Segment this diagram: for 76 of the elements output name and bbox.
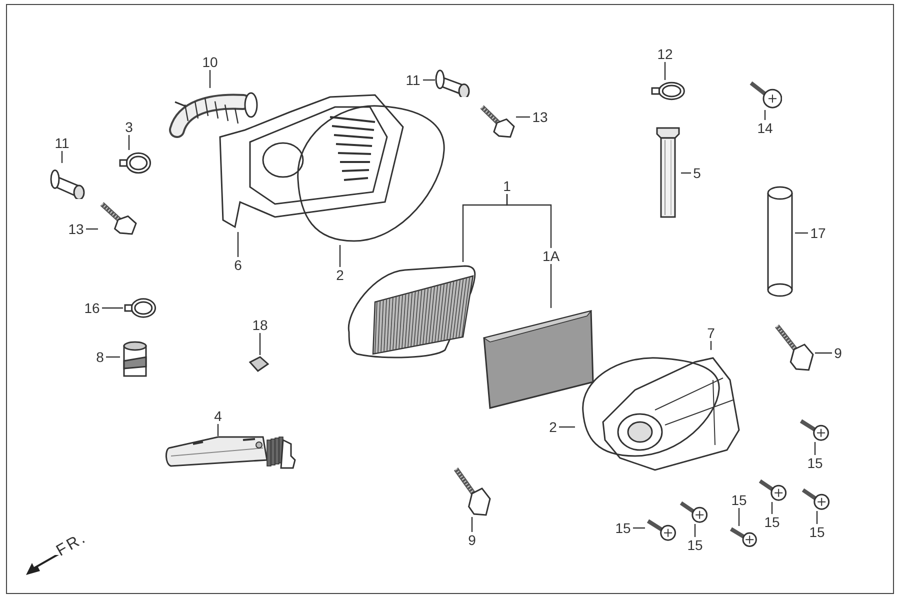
leader-line: [217, 424, 219, 436]
callout-number: 8: [94, 349, 106, 365]
callout-number: 17: [808, 225, 828, 241]
leader-line: [550, 264, 552, 308]
callout-number: 15: [807, 524, 827, 540]
hose-drawing: [765, 185, 795, 298]
leader-line: [259, 333, 261, 355]
leader-line: [106, 356, 120, 358]
callout-number: 13: [66, 221, 86, 237]
clip-nut-drawing: [248, 355, 270, 373]
callout-number: 11: [403, 72, 423, 88]
leader-line: [694, 524, 696, 537]
callout-number: 1A: [541, 248, 561, 264]
leader-line: [61, 151, 63, 163]
callout-number: 5: [691, 165, 703, 181]
bolt-drawing: [478, 103, 516, 139]
leader-line: [471, 517, 473, 532]
leader-line: [710, 341, 712, 350]
leader-line: [128, 135, 130, 150]
leader-line: [738, 508, 740, 526]
callout-number: 14: [755, 120, 775, 136]
callout-number: 4: [212, 408, 224, 424]
screw-drawing: [757, 478, 787, 502]
bolt-drawing: [98, 200, 138, 236]
callout-number: 6: [232, 257, 244, 273]
leader-line: [209, 70, 211, 88]
direction-label: FR.: [54, 529, 90, 561]
hose-clamp-drawing: [123, 296, 157, 320]
leader-line: [764, 110, 766, 120]
callout-number: 1: [501, 178, 513, 194]
air-duct-drawing: [163, 436, 298, 472]
leader-line: [771, 502, 773, 514]
leader-line: [237, 232, 239, 257]
callout-number: 16: [82, 300, 102, 316]
callout-number: 15: [685, 537, 705, 553]
leader-line: [633, 527, 645, 529]
screw-drawing: [800, 487, 830, 511]
leader-line: [559, 426, 575, 428]
screw-drawing: [748, 80, 782, 110]
callout-number: 3: [123, 119, 135, 135]
callout-number: 2: [334, 267, 346, 283]
callout-number: 11: [52, 135, 72, 151]
callout-number: 15: [805, 455, 825, 471]
callout-number: 15: [729, 492, 749, 508]
screw-drawing: [645, 518, 677, 542]
leader-line: [516, 116, 530, 118]
callout-number: 9: [466, 532, 478, 548]
bolt-drawing: [773, 322, 815, 372]
leader-line: [816, 511, 818, 524]
callout-number: 10: [200, 54, 220, 70]
screw-drawing: [678, 500, 708, 524]
callout-number: 18: [250, 317, 270, 333]
callout-number: 2: [547, 419, 559, 435]
leader-line: [506, 194, 552, 248]
leader-line: [815, 352, 832, 354]
callout-number: 13: [530, 109, 550, 125]
foam-filter-drawing: [482, 308, 595, 410]
callout-number: 9: [832, 345, 844, 361]
leader-line: [339, 245, 341, 267]
leader-line: [681, 172, 691, 174]
callout-number: 15: [613, 520, 633, 536]
leader-line: [86, 228, 98, 230]
screw-drawing: [798, 418, 830, 442]
hose-clamp-drawing: [118, 150, 152, 176]
callout-number: 15: [762, 514, 782, 530]
callout-number: 7: [705, 325, 717, 341]
leader-line: [423, 79, 435, 81]
bolt-drawing: [452, 465, 492, 517]
leader-line: [814, 442, 816, 455]
callout-number: 12: [655, 46, 675, 62]
screw-drawing: [728, 526, 758, 548]
leader-line: [664, 62, 666, 80]
leader-line: [102, 307, 123, 309]
drain-tube-drawing: [655, 126, 681, 219]
leader-line: [795, 232, 808, 234]
hose-clamp-drawing: [650, 80, 686, 102]
